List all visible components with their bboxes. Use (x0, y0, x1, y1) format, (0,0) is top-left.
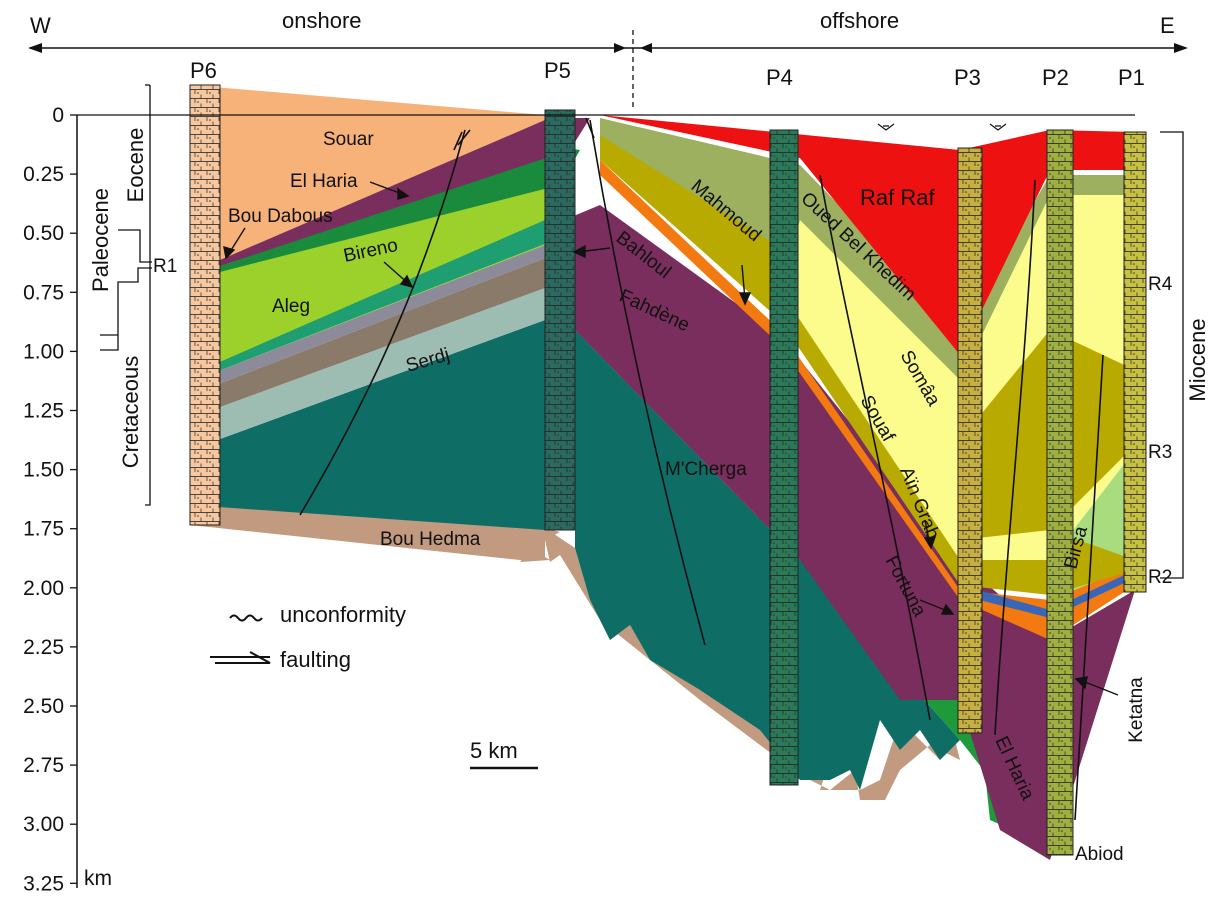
sequence-r4: R4 (1148, 274, 1173, 295)
depth-tick-label: 2.75 (23, 754, 64, 777)
well-names: P6 P5 P4 P3 P2 P1 (190, 58, 1145, 90)
sequence-r3: R3 (1148, 442, 1172, 463)
label-aleg: Aleg (272, 296, 310, 317)
well-label-p2: P2 (1042, 65, 1069, 90)
fault-lines (299, 117, 1104, 821)
faulting-symbol (210, 651, 271, 664)
raf-raf-layer (600, 115, 1135, 355)
label-ketatna: Ketatna (1126, 677, 1147, 743)
well-label-p5: P5 (544, 58, 571, 83)
fault-line (1074, 354, 1104, 821)
el-haria-offshore (545, 205, 1135, 860)
scale-bar: 5 km (470, 738, 538, 770)
age-paleocene: Paleocene (88, 188, 113, 292)
label-mcherga: M'Cherga (665, 459, 747, 480)
fault-line (299, 129, 466, 516)
fault-arrow (585, 117, 595, 139)
well-p2 (1046, 129, 1074, 856)
aleg-layer (190, 180, 560, 382)
well-p5 (544, 109, 576, 531)
unconformity-symbol (229, 614, 263, 622)
souaf-layer (600, 160, 1135, 640)
depth-tick-label: 0 (52, 104, 64, 127)
leader-arrows (223, 181, 1119, 696)
label-bou-dabous: Bou Dabous (228, 206, 333, 227)
el-haria-layer (220, 118, 590, 266)
depth-tick-label: 1.25 (23, 400, 64, 423)
label-abiod: Abiod (1075, 844, 1124, 865)
label-raf-raf: Raf Raf (860, 185, 935, 210)
well-p3 (957, 147, 983, 734)
depth-tick-label: 1.50 (23, 459, 64, 482)
well-label-p4: P4 (766, 65, 793, 90)
souar-layer (190, 85, 545, 260)
depth-tick-label: 2.25 (23, 636, 64, 659)
sequence-r2: R2 (1148, 567, 1172, 588)
depth-tick-label: 3.00 (23, 813, 64, 836)
fault-arrow (453, 129, 471, 151)
legend: unconformity faulting (210, 602, 406, 672)
onshore-label: onshore (282, 8, 362, 33)
fault-line (589, 119, 706, 646)
well-p1 (1123, 131, 1147, 593)
fault-line (819, 174, 931, 721)
well-p6 (189, 84, 221, 526)
label-souar: Souar (323, 129, 374, 150)
depth-tick-label: 0.50 (23, 222, 64, 245)
age-cretaceous: Cretaceous (118, 356, 143, 469)
legend-unconformity: unconformity (280, 602, 406, 627)
bou-dabous-layer (220, 145, 580, 272)
well-label-p3: P3 (954, 65, 981, 90)
direction-header: W E onshore offshore (28, 8, 1188, 110)
depth-tick-label: 0.75 (23, 281, 64, 304)
oued-bel-khedim-layer (600, 118, 1135, 390)
age-eocene: Eocene (123, 128, 148, 203)
well-label-p1: P1 (1118, 65, 1145, 90)
fault-line (994, 179, 1036, 736)
depth-tick-label: 2.50 (23, 695, 64, 718)
depth-tick-label: 2.00 (23, 577, 64, 600)
depth-tick-label: 1.00 (23, 340, 64, 363)
well-columns (189, 84, 1147, 856)
sequence-r1: R1 (153, 256, 177, 277)
bireno-layer (190, 220, 555, 382)
age-miocene: Miocene (1185, 318, 1210, 401)
mcherga-layer (190, 320, 960, 790)
offshore-label: offshore (820, 8, 899, 33)
age-brackets (100, 84, 1184, 579)
sea-level-marks (877, 123, 1007, 131)
well-label-p6: P6 (190, 58, 217, 83)
label-el-haria: El Haria (290, 171, 358, 192)
legend-faulting: faulting (280, 647, 351, 672)
depth-axis: 0 0.25 0.50 0.75 1.00 1.25 1.50 1.75 2.00 2.25 2.5… (23, 104, 1135, 895)
depth-tick-label: 3.25 (23, 872, 64, 895)
depth-tick-label: 1.75 (23, 518, 64, 541)
well-p4 (769, 129, 799, 786)
east-label: E (1160, 13, 1175, 38)
label-bou-hedma: Bou Hedma (380, 529, 481, 550)
west-label: W (30, 13, 51, 38)
scale-bar-label: 5 km (470, 738, 518, 763)
depth-unit: km (84, 867, 112, 890)
bou-hedma-onshore (190, 505, 545, 560)
depth-tick-label: 0.25 (23, 163, 64, 186)
